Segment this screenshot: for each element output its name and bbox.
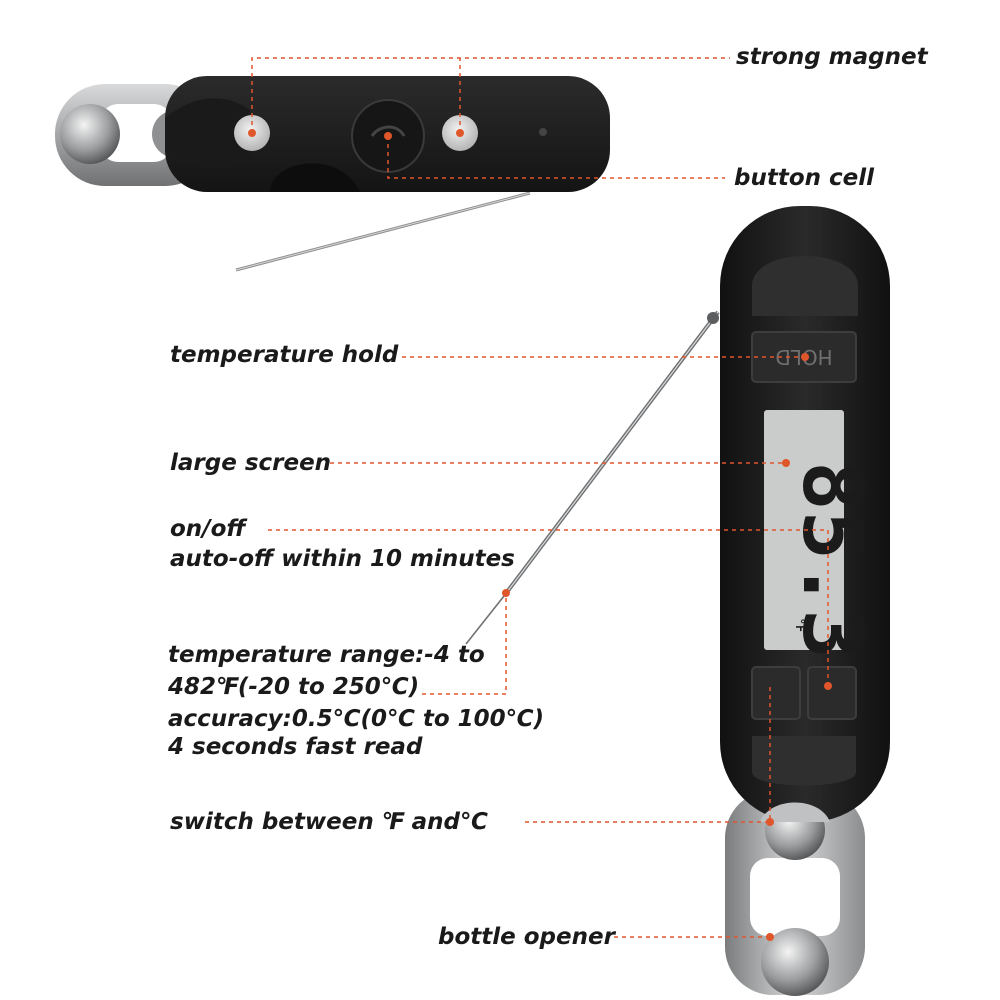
label-range-1: temperature range:-4 to	[168, 642, 485, 668]
unit-switch-button[interactable]	[751, 666, 801, 720]
label-switch-units: switch between ℉ and℃	[170, 809, 488, 835]
leader-lines-top	[251, 57, 730, 179]
label-range-2: 482℉(-20 to 250℃)	[168, 674, 420, 700]
label-strong-magnet: strong magnet	[736, 44, 928, 70]
lcd-reading: 85.3	[784, 461, 879, 658]
label-large-screen: large screen	[170, 450, 332, 476]
thermometer-front-view: HOLD 85.3 °F	[465, 206, 890, 996]
label-on-off: on/off	[170, 516, 246, 542]
label-accuracy: accuracy:0.5℃(0℃ to 100℃)	[168, 706, 544, 732]
label-fast-read: 4 seconds fast read	[168, 734, 423, 760]
thermometer-back-view	[55, 76, 610, 272]
label-auto-off: auto-off within 10 minutes	[170, 546, 515, 572]
label-bottle-opener: bottle opener	[438, 924, 615, 950]
label-button-cell: button cell	[734, 165, 875, 191]
leader-lines-front	[268, 356, 829, 938]
power-button[interactable]	[807, 666, 857, 720]
lcd-unit: °F	[793, 618, 807, 632]
label-temperature-hold: temperature hold	[170, 342, 399, 368]
